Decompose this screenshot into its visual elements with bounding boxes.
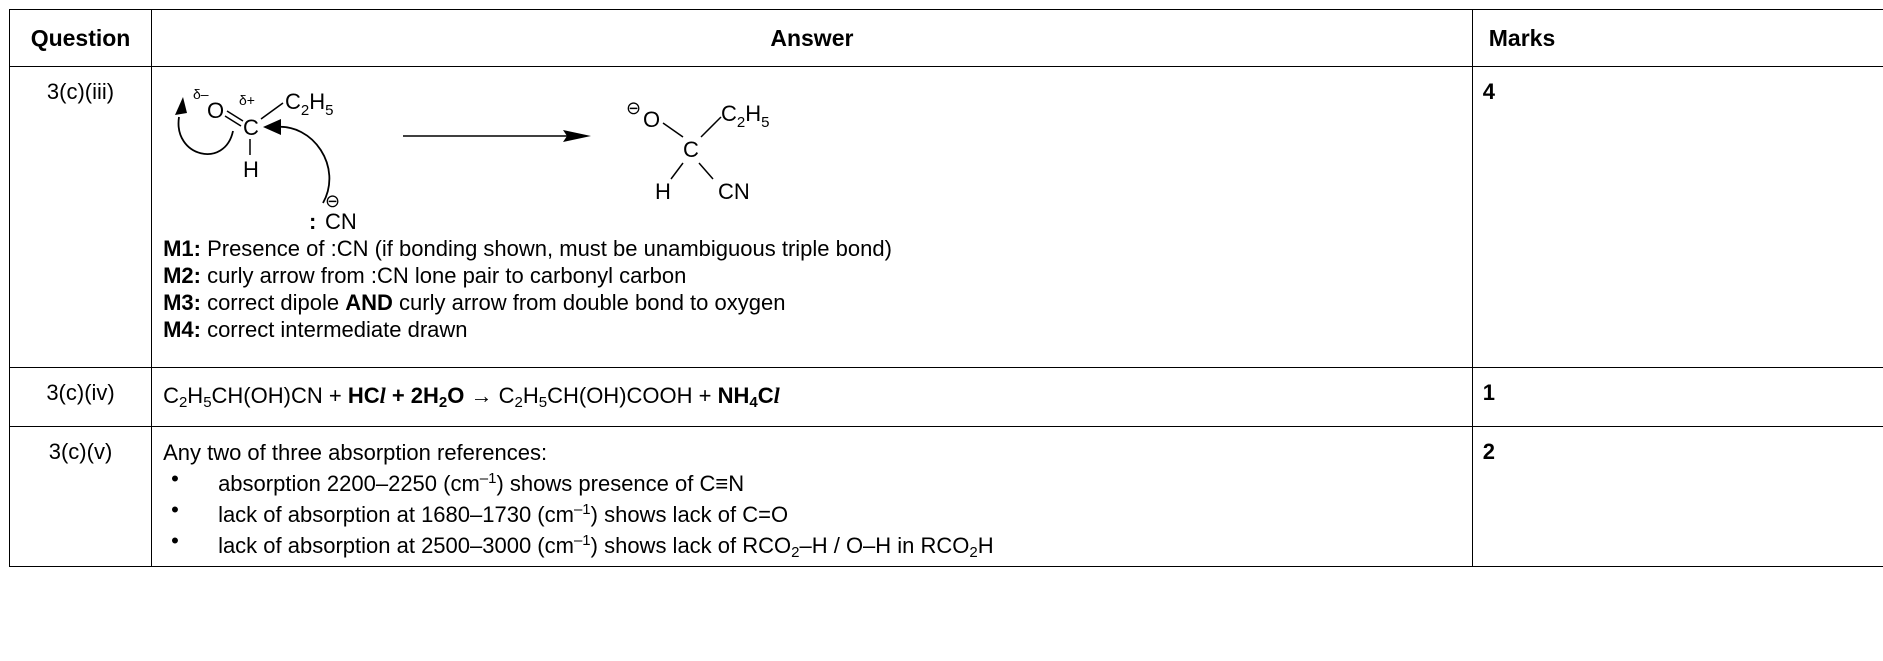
- lone-pair: :: [309, 209, 316, 234]
- criterion-m4: M4: correct intermediate drawn: [163, 317, 468, 342]
- cyanide-group: CN: [325, 209, 357, 234]
- product-ethyl-group: C2H5: [721, 101, 769, 131]
- negative-charge-cyanide: ⊖: [325, 191, 340, 211]
- marks-cell: 2: [1471, 426, 1883, 567]
- product-cyanide: CN: [718, 179, 750, 204]
- answer-cell: δ– O δ+ C H C2H5: [151, 66, 1473, 368]
- answer-cell: C2H5CH(OH)CN + HCl + 2H2O → C2H5CH(OH)CO…: [151, 367, 1473, 427]
- table-row: 3(c)(iv) C2H5CH(OH)CN + HCl + 2H2O → C2H…: [8, 367, 1883, 427]
- list-item: •lack of absorption at 2500–3000 (cm–1) …: [171, 528, 994, 561]
- product-hydrogen: H: [655, 179, 671, 204]
- equation: C2H5CH(OH)CN + HCl + 2H2O → C2H5CH(OH)CO…: [163, 383, 780, 411]
- header-answer: Answer: [151, 9, 1473, 67]
- oxygen-atom: O: [207, 98, 224, 123]
- list-item: •lack of absorption at 1680–1730 (cm–1) …: [171, 497, 789, 527]
- question-cell: 3(c)(iv): [8, 367, 153, 427]
- delta-plus-label: δ+: [239, 92, 255, 108]
- table-row: 3(c)(v) Any two of three absorption refe…: [8, 426, 1883, 567]
- mechanism-scheme: δ– O δ+ C H C2H5: [163, 77, 1460, 235]
- header-row: Question Answer Marks: [8, 9, 1883, 67]
- header-question: Question: [8, 9, 153, 67]
- header-marks: Marks: [1471, 9, 1883, 67]
- absorption-intro: Any two of three absorption references:: [163, 440, 548, 465]
- question-cell: 3(c)(iii): [8, 66, 153, 368]
- question-cell: 3(c)(v): [8, 426, 153, 567]
- negative-charge-oxygen: ⊖: [626, 98, 641, 118]
- marks-cell: 1: [1471, 367, 1883, 427]
- product-oxygen: O: [643, 107, 660, 132]
- marks-cell: 4: [1471, 66, 1883, 368]
- ethyl-group: C2H5: [285, 89, 333, 119]
- criterion-m3: M3: correct dipole AND curly arrow from …: [163, 290, 786, 315]
- list-item: •absorption 2200–2250 (cm–1) shows prese…: [171, 466, 745, 496]
- criterion-m2: M2: curly arrow from :CN lone pair to ca…: [163, 263, 687, 288]
- table-row: 3(c)(iii) δ– O δ+ C H C2H5: [8, 66, 1883, 368]
- mechanism-diagram: δ– O δ+ C H C2H5: [175, 86, 770, 234]
- hydrogen-atom: H: [243, 157, 259, 182]
- answer-cell: Any two of three absorption references: …: [151, 426, 1473, 567]
- mark-scheme-table: Question Answer Marks 3(c)(iii) δ– O δ+ …: [8, 9, 1883, 567]
- criterion-m1: M1: Presence of :CN (if bonding shown, m…: [163, 236, 892, 261]
- carbonyl-carbon: C: [243, 115, 259, 140]
- delta-minus-label: δ–: [193, 86, 209, 102]
- product-carbon: C: [683, 137, 699, 162]
